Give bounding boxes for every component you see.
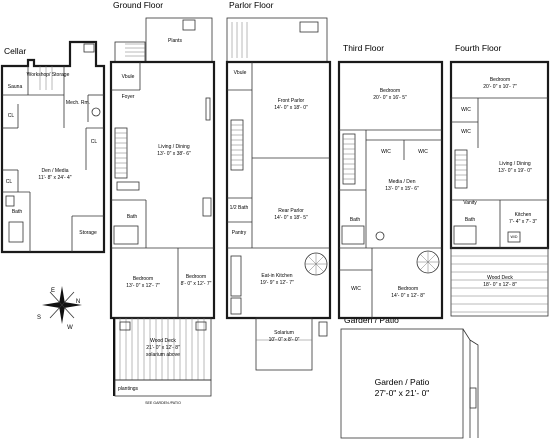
fourth-bedroom-name: Bedroom (490, 77, 510, 83)
cellar-bath-label: Bath (12, 209, 23, 215)
compass-rose (42, 286, 82, 324)
parlor-floor-title: Parlor Floor (229, 0, 274, 10)
fourth-kitchen-dimensions: 7'- 4" x 7'- 3" (509, 219, 537, 225)
cellar-workshop-label: Workshop/ Storage (27, 72, 70, 78)
ground-see-garden-note: SEE GARDEN /PATIO (145, 401, 181, 405)
fourth-floor-plan (449, 60, 550, 317)
ground-living-dimensions: 13'- 0" x 38'- 6" (157, 151, 191, 157)
garden-name: Garden / Patio (375, 377, 430, 387)
cellar-den-dimensions: 11'- 8" x 24'- 4" (38, 175, 71, 181)
parlor-front-name: Front Parlor (278, 98, 305, 104)
parlor-kitchen-name: Eat-in Kitchen (261, 273, 292, 279)
parlor-rear-dimensions: 14'- 0" x 18'- 5" (274, 215, 308, 221)
cellar-title: Cellar (4, 46, 26, 56)
parlor-kitchen-dimensions: 19'- 9" x 12'- 7" (260, 280, 294, 286)
ground-bath-label: Bath (127, 214, 138, 220)
fourth-kitchen-name: Kitchen (515, 212, 532, 218)
garden-dimensions: 27'-0" x 21'- 0" (375, 388, 430, 398)
garden-patio-plan (340, 328, 479, 439)
third-wic-label: WIC (418, 149, 428, 155)
ground-plants-label: Plants (168, 38, 182, 44)
cellar-den-name: Den / Media (42, 168, 69, 174)
ground-bedroom2-name: Bedroom (186, 274, 206, 280)
cellar-closet-label: CL (6, 179, 13, 185)
third-bath-label: Bath (350, 217, 361, 223)
fourth-floor-title: Fourth Floor (455, 43, 501, 53)
fourth-washer-dryer-label: W/D (511, 235, 518, 239)
third-bedroom2-dimensions: 14'- 0" x 12'- 8" (391, 293, 425, 299)
fourth-deck-name: Wood Deck (487, 275, 513, 281)
fourth-living-name: Living / Dining (499, 161, 531, 167)
ground-bedroom2-dimensions: 8'- 0" x 12'- 7" (181, 281, 212, 287)
fourth-wic-label: WIC (461, 129, 471, 135)
ground-living-name: Living / Dining (158, 144, 190, 150)
garden-title: Garden / Patio (344, 315, 399, 325)
parlor-vestibule-label: Vbule (234, 70, 247, 76)
third-floor-plan (337, 60, 444, 320)
ground-deck-note: solarium above (146, 352, 180, 358)
parlor-pantry-label: Pantry (232, 230, 247, 236)
parlor-front-dimensions: 14'- 0" x 18'- 0" (274, 105, 308, 111)
fourth-living-dimensions: 13'- 0" x 19'- 0" (498, 168, 532, 174)
compass-east: E (51, 288, 55, 294)
cellar-closet-label: CL (8, 113, 15, 119)
parlor-rear-name: Rear Parlor (278, 208, 304, 214)
compass-north: N (76, 299, 80, 305)
ground-bedroom1-name: Bedroom (133, 276, 153, 282)
fourth-wic-label: WIC (461, 107, 471, 113)
compass-west: W (67, 325, 73, 331)
fourth-deck-dimensions: 18'- 0" x 12'- 8" (483, 282, 517, 288)
third-media-name: Media / Den (389, 179, 416, 185)
third-floor-title: Third Floor (343, 43, 384, 53)
fourth-vanity-label: Vanity (463, 200, 477, 206)
parlor-solarium-dimensions: 10'- 0" x 8'- 0" (269, 337, 300, 343)
cellar-storage-label: Storage (79, 230, 97, 236)
parlor-floor-plan (225, 17, 332, 371)
cellar-mech-label: Mech. Rm. (66, 100, 90, 106)
fourth-bedroom-dimensions: 20'- 0" x 10'- 7" (483, 84, 517, 90)
ground-plantings-label: plantings (118, 386, 139, 392)
third-media-dimensions: 13'- 0" x 15'- 6" (385, 186, 419, 192)
fourth-bath-label: Bath (465, 217, 476, 223)
ground-foyer-label: Foyer (122, 94, 135, 100)
parlor-solarium-name: Solarium (274, 330, 294, 336)
third-bedroom1-name: Bedroom (380, 88, 400, 94)
parlor-half-bath-label: 1/2 Bath (230, 205, 249, 211)
ground-deck-dimensions: 21'- 0" x 12'- 8" (146, 345, 180, 351)
cellar-closet-label: CL (91, 139, 98, 145)
cellar-plan (0, 40, 106, 254)
ground-floor-plan (109, 17, 216, 397)
cellar-sauna-label: Sauna (8, 84, 23, 90)
third-bedroom2-name: Bedroom (398, 286, 418, 292)
ground-deck-name: Wood Deck (150, 338, 176, 344)
ground-bedroom1-dimensions: 13'- 0" x 12'- 7" (126, 283, 160, 289)
ground-floor-title: Ground Floor (113, 0, 163, 10)
compass-south: S (37, 315, 41, 321)
ground-vestibule-label: Vbule (122, 74, 135, 80)
third-wic-label: WIC (381, 149, 391, 155)
third-bedroom1-dimensions: 20'- 0" x 16'- 5" (373, 95, 407, 101)
third-wic-label: WIC (351, 286, 361, 292)
